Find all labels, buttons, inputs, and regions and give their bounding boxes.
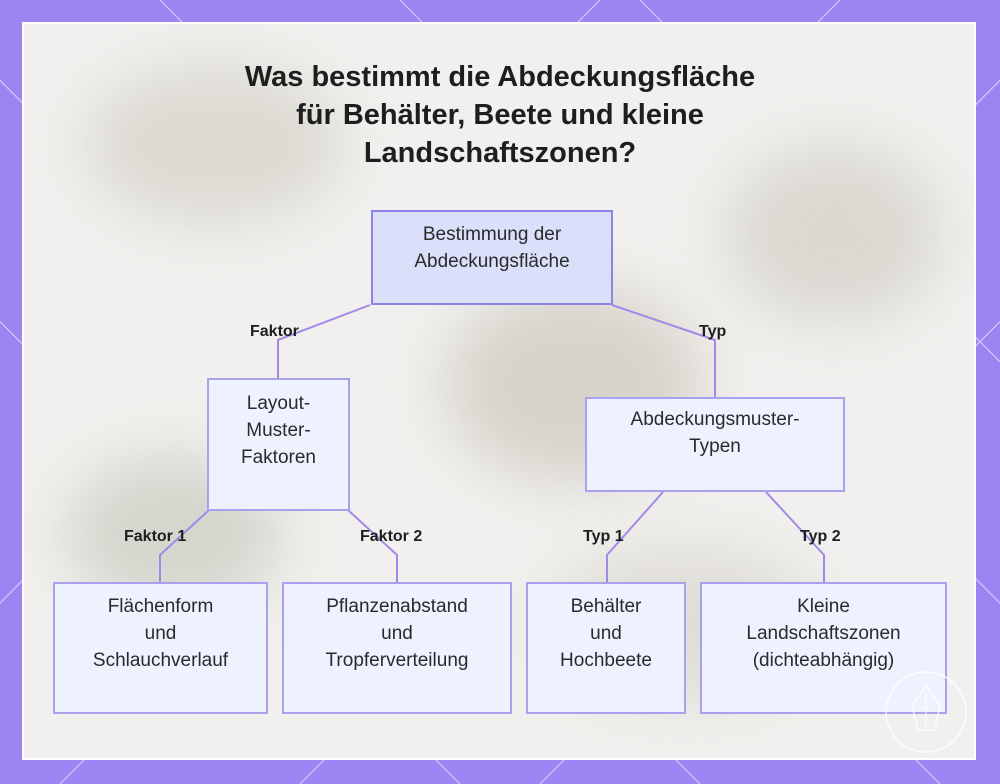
edge-label-factor1: Faktor 1 — [124, 528, 187, 545]
edge-label-type1: Typ 1 — [583, 528, 624, 545]
edge-label-type2: Typ 2 — [800, 528, 841, 545]
edge-types-smallzones — [765, 491, 825, 582]
node-containers-beds: Behälter und Hochbeete — [526, 582, 686, 714]
edge-root-layout — [277, 304, 371, 378]
edge-layout-spacing — [347, 509, 398, 582]
node-spacing-emitters-label: Pflanzenabstand und Tropferverteilung — [325, 596, 469, 671]
node-spacing-emitters: Pflanzenabstand und Tropferverteilung — [282, 582, 512, 714]
node-layout-factors-label: Layout- Muster- Faktoren — [241, 393, 316, 468]
node-coverage-types: Abdeckungsmuster- Typen — [585, 397, 845, 492]
node-layout-factors: Layout- Muster- Faktoren — [207, 378, 350, 511]
node-root: Bestimmung der Abdeckungsfläche — [371, 210, 613, 305]
edge-types-containers — [606, 491, 664, 582]
edge-label-type: Typ — [699, 323, 727, 340]
node-shape-hose-label: Flächenform und Schlauchverlauf — [92, 596, 229, 671]
node-small-zones-label: Kleine Landschaftszonen (dichteabhängig) — [746, 596, 901, 671]
edge-label-factor2: Faktor 2 — [360, 528, 423, 545]
watermark-logo-icon — [885, 671, 967, 753]
edge-root-types — [611, 304, 716, 397]
edge-layout-shape — [159, 509, 210, 582]
node-containers-beds-label: Behälter und Hochbeete — [560, 596, 652, 671]
edge-label-factor: Faktor — [250, 323, 299, 340]
node-shape-hose: Flächenform und Schlauchverlauf — [53, 582, 268, 714]
diagram-title: Was bestimmt die Abdeckungsfläche für Be… — [244, 61, 756, 169]
node-coverage-types-label: Abdeckungsmuster- Typen — [630, 409, 800, 457]
node-small-zones: Kleine Landschaftszonen (dichteabhängig) — [700, 582, 947, 714]
node-root-label: Bestimmung der Abdeckungsfläche — [414, 224, 570, 272]
